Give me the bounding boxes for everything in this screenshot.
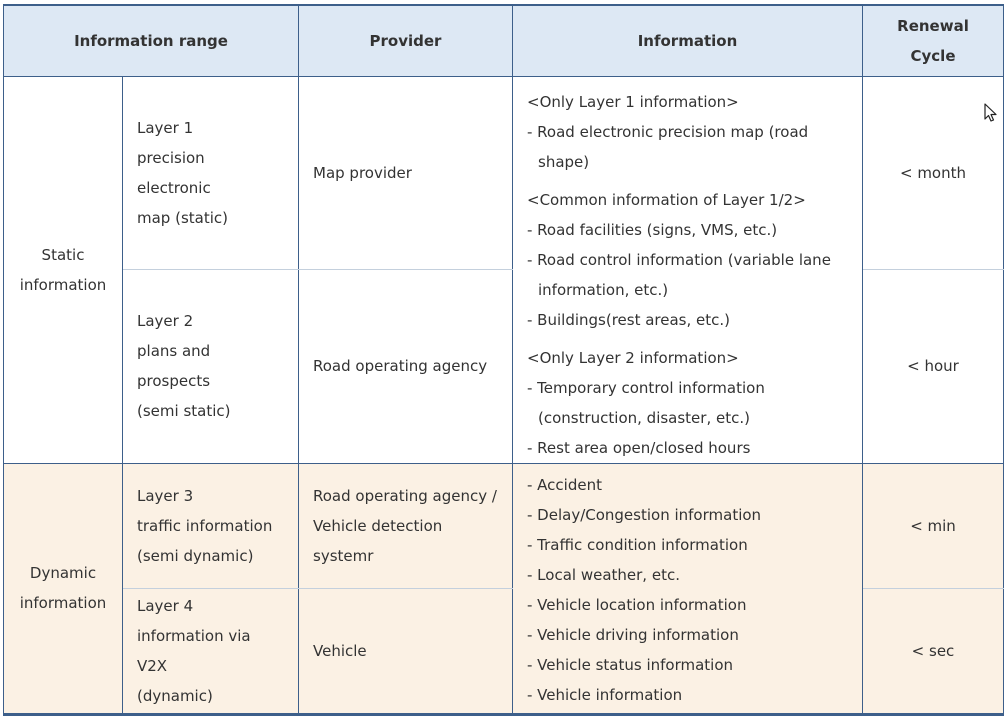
header-provider: Provider (298, 4, 513, 77)
info-item: - Road electronic precision map (road sh… (527, 122, 809, 171)
info-item: - Vehicle status information (527, 655, 734, 674)
info-item: - Buildings(rest areas, etc.) (527, 310, 731, 329)
provider-cell: Road operating agency (298, 268, 513, 464)
info-item: - Accident (527, 475, 602, 494)
header-renewal-cycle: Renewal Cycle (862, 4, 1004, 77)
layer-cell: Layer 3 traffic information (semi dynami… (122, 462, 299, 589)
info-item: - Vehicle driving information (527, 625, 739, 644)
information-layer-table: Information range Provider Information R… (3, 4, 1004, 716)
info-item: - Vehicle information (527, 685, 683, 704)
info-item: - Road facilities (signs, VMS, etc.) (527, 220, 778, 239)
info-item: - Local weather, etc. (527, 565, 680, 584)
header-information-range: Information range (3, 4, 299, 77)
info-item: - Road control information (variable lan… (527, 250, 831, 299)
layer-cell: Layer 1 precision electronic map (static… (122, 75, 299, 270)
dynamic-information-cell: - Accident - Delay/Congestion informatio… (512, 462, 863, 716)
table-row-layer-1: Static information Layer 1 precision ele… (3, 75, 1004, 464)
table-row-layer-2: Layer 2 plans and prospects (semi static… (4, 268, 1004, 464)
info-item: - Temporary control information (constru… (527, 378, 765, 427)
info-heading: <Only Layer 2 information> (527, 348, 739, 367)
info-item: - Rest area open/closed hours (527, 438, 751, 457)
renewal-cycle-cell: < month (862, 75, 1004, 270)
provider-cell: Map provider (298, 75, 513, 270)
info-item: - Vehicle location information (527, 595, 747, 614)
info-heading: <Only Layer 1 information> (527, 92, 739, 111)
table-row-layer-3: Dynamic information Layer 3 traffic info… (3, 462, 1004, 716)
renewal-cycle-cell: < hour (862, 268, 1004, 464)
provider-cell: Vehicle (298, 587, 513, 716)
header-information: Information (512, 4, 863, 77)
static-information-cell: <Only Layer 1 information> - Road electr… (512, 75, 863, 464)
mouse-pointer-icon (984, 103, 997, 122)
table-row-layer-4: Layer 4 information via V2X (dynamic) Ve… (4, 587, 1004, 716)
info-item: - Delay/Congestion information (527, 505, 762, 524)
group-dynamic-information: Dynamic information (3, 462, 123, 716)
renewal-cycle-cell: < sec (862, 587, 1004, 716)
table-header-row: Information range Provider Information R… (3, 4, 1004, 77)
group-static-information: Static information (3, 75, 123, 464)
layer-cell: Layer 4 information via V2X (dynamic) (122, 587, 299, 716)
renewal-cycle-cell: < min (862, 462, 1004, 589)
provider-cell: Road operating agency / Vehicle detectio… (298, 462, 513, 589)
info-heading: <Common information of Layer 1/2> (527, 190, 806, 209)
layer-cell: Layer 2 plans and prospects (semi static… (122, 268, 299, 464)
info-item: - Traffic condition information (527, 535, 748, 554)
